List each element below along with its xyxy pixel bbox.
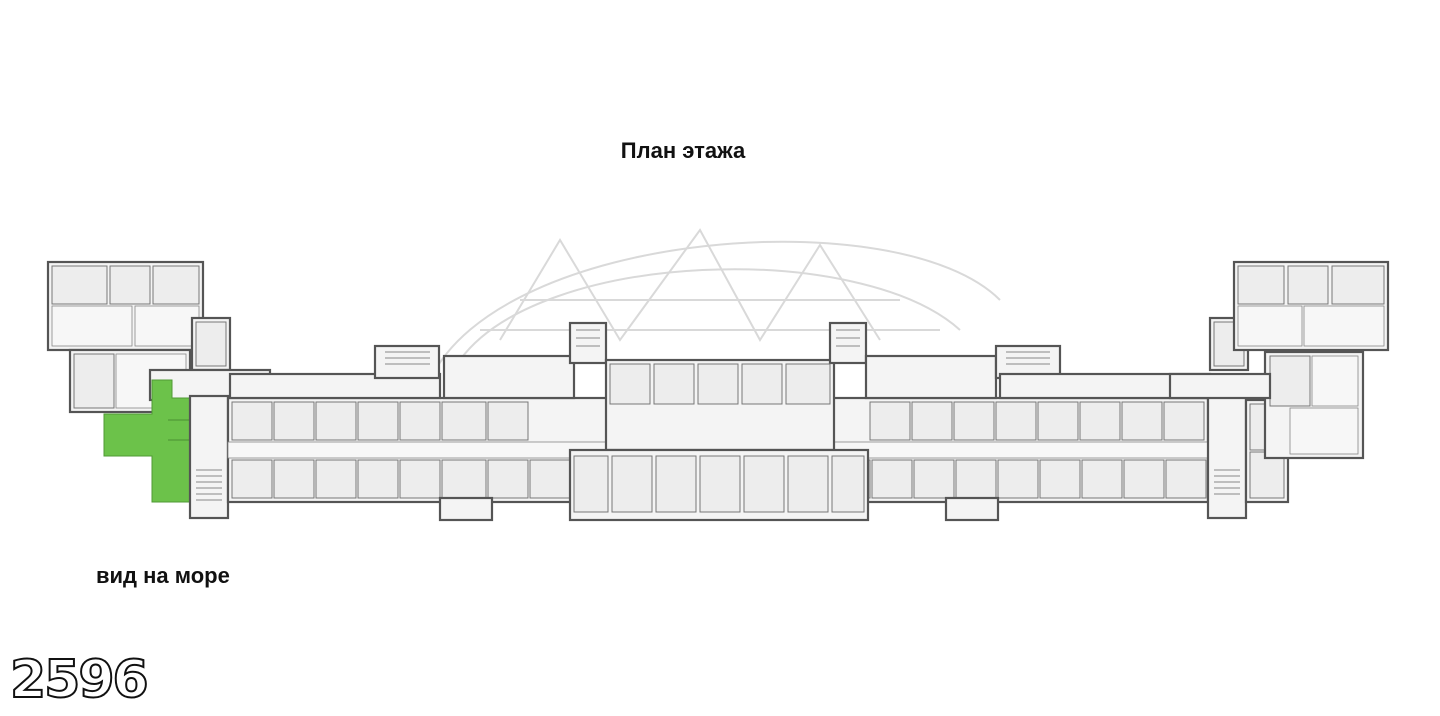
sea-view-label: вид на море bbox=[96, 563, 230, 588]
lot-number: 2596 bbox=[9, 649, 150, 711]
stair-block-left bbox=[188, 394, 230, 520]
central-lower-block bbox=[438, 448, 1000, 522]
right-wing bbox=[1168, 260, 1390, 520]
floor-plan-title: План этажа bbox=[620, 138, 746, 163]
